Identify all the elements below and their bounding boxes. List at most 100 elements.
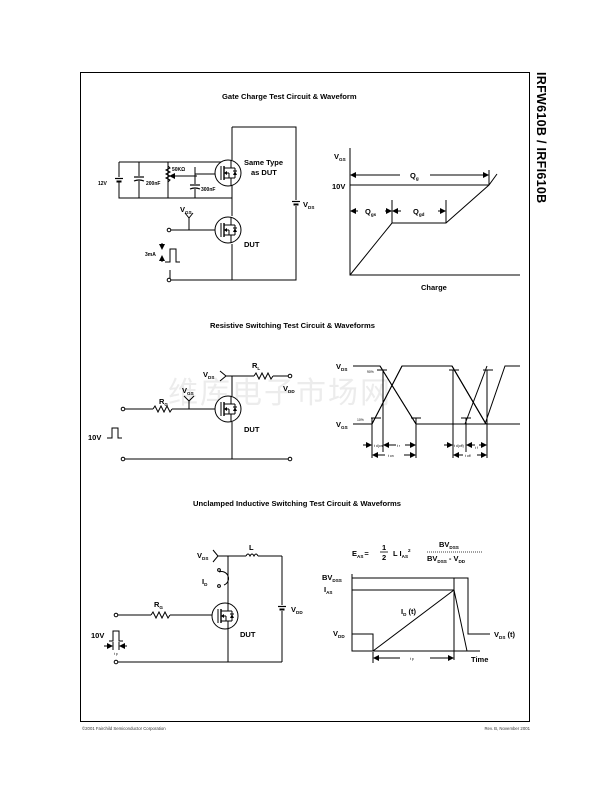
resistive-circuit <box>107 370 288 460</box>
u-vdd-label: VDD <box>291 605 303 615</box>
terminal <box>287 456 293 462</box>
terminal <box>166 227 172 233</box>
tr-label: t r <box>397 444 401 448</box>
wf-vds-label: VDS <box>336 362 347 372</box>
battery-12v <box>114 177 124 183</box>
eas-numerator: BVDSS <box>439 540 459 550</box>
vds-waveform <box>353 365 520 425</box>
section-title-resistive: Resistive Switching Test Circuit & Wavef… <box>210 321 375 330</box>
gate-charge-waveform <box>349 148 520 276</box>
r-pulse-label: 10V <box>88 433 101 442</box>
terminal <box>166 277 172 283</box>
resistor-rg-uis <box>150 610 171 620</box>
u-pulse-label: 10V <box>91 631 104 640</box>
vds-label: VDS <box>303 200 314 210</box>
rl-label: RL <box>252 361 260 371</box>
capacitor-200nf <box>133 176 145 182</box>
terminal <box>287 373 293 379</box>
id-label: ID <box>202 577 208 587</box>
t-on-label: t on <box>388 454 394 458</box>
page-frame <box>80 72 530 722</box>
current-probe <box>218 571 229 586</box>
eas-denominator: BVDSS- VDD <box>427 554 466 564</box>
resistor-rg <box>152 404 173 414</box>
terminal <box>120 406 126 412</box>
pot-label: 50KΩ <box>172 167 185 173</box>
uis-circuit <box>104 549 283 663</box>
time-axis-label: Time <box>471 655 488 664</box>
cap1-label: 200nF <box>146 181 160 187</box>
probe-terminal <box>217 584 221 588</box>
capacitor-300nf <box>189 184 201 190</box>
qgs-label: Qgs <box>365 207 377 217</box>
terminal <box>120 456 126 462</box>
same-type-label: Same Type <box>244 158 283 167</box>
watermark-text: 维库电子市场网 <box>168 376 392 411</box>
section-title-uis: Unclamped Inductive Switching Test Circu… <box>193 499 402 508</box>
bvdss-label: BVDSS <box>322 573 342 583</box>
dut-label: DUT <box>244 240 260 249</box>
wf-10v-label: 10V <box>332 182 345 191</box>
mosfet-same-type <box>214 159 242 187</box>
vgs-waveform <box>451 365 520 425</box>
tf-label: t f <box>475 446 478 450</box>
u-vds-label: VDS <box>197 551 208 561</box>
charge-axis-label: Charge <box>421 283 447 292</box>
r-rg-label: RG <box>159 397 168 407</box>
wf-vgs-label: VGS <box>334 152 346 162</box>
resistive-waveform <box>353 365 520 458</box>
inductor-l <box>245 553 259 558</box>
current-label: 3mA <box>145 252 156 258</box>
pct90-label: 90% <box>367 370 374 374</box>
mosfet-dut <box>214 216 242 244</box>
vgs-label: VGS <box>180 205 192 215</box>
td-on-label: t d(on) <box>374 444 384 448</box>
td-off-label: t d(off) <box>454 444 464 448</box>
frac-num: 1 <box>382 543 386 552</box>
u-tp-label: t p <box>114 652 118 656</box>
u-rg-label: RG <box>154 600 163 610</box>
mosfet-dut-resistive <box>214 395 242 423</box>
vds-t-label: VDS (t) <box>494 630 515 640</box>
battery-label: 12V <box>98 181 108 187</box>
section-title-gate-charge: Gate Charge Test Circuit & Waveform <box>222 92 357 101</box>
cap2-label: 300nF <box>201 187 215 193</box>
pct10-label: 10% <box>357 418 364 422</box>
qg-label: Qg <box>410 171 419 181</box>
uis-waveform <box>351 574 490 663</box>
eas-term: L IAS2 <box>393 548 411 559</box>
id-t <box>372 589 468 652</box>
gate-charge-circuit <box>118 126 297 281</box>
r-vgs-label: VGS <box>182 386 194 396</box>
r-vdd-label: VDD <box>283 384 295 394</box>
qgd-label: Qgd <box>413 207 425 217</box>
mosfet-dut-uis <box>211 602 239 630</box>
u-dut-label: DUT <box>240 630 256 639</box>
battery-vds <box>290 200 302 206</box>
eas-lhs: EAS= <box>352 549 369 559</box>
id-t-label: ID (t) <box>401 607 417 617</box>
resistor-rl <box>253 371 274 381</box>
part-title-vertical: IRFW610B / IRFI610B <box>532 72 556 272</box>
footer-revision: Rev. B, November 2001 <box>484 726 530 731</box>
probe-terminal <box>217 568 221 572</box>
as-dut-label: as DUT <box>251 168 277 177</box>
r-dut-label: DUT <box>244 425 260 434</box>
potentiometer-50k <box>164 165 172 183</box>
frac-den: 2 <box>382 553 386 562</box>
vgs-curve <box>349 173 498 276</box>
axes <box>351 574 480 652</box>
r-vds-label: VDS <box>203 370 214 380</box>
terminal <box>113 612 119 618</box>
t-off-label: t off <box>465 454 471 458</box>
part-title: IRFW610B / IRFI610B <box>534 72 548 204</box>
footer-copyright: ©2001 Fairchild Semiconductor Corporatio… <box>82 726 166 731</box>
ias-label: IAS <box>324 585 332 595</box>
eas-equation: EAS= 1 2 L IAS2 BVDSS BVDSS- VDD <box>352 540 482 564</box>
vds-fall <box>353 365 487 425</box>
terminal <box>113 659 119 665</box>
w-tp-label: t p <box>410 657 414 661</box>
current-pulse-3ma <box>159 243 180 263</box>
w-vdd-label: VDD <box>333 629 345 639</box>
